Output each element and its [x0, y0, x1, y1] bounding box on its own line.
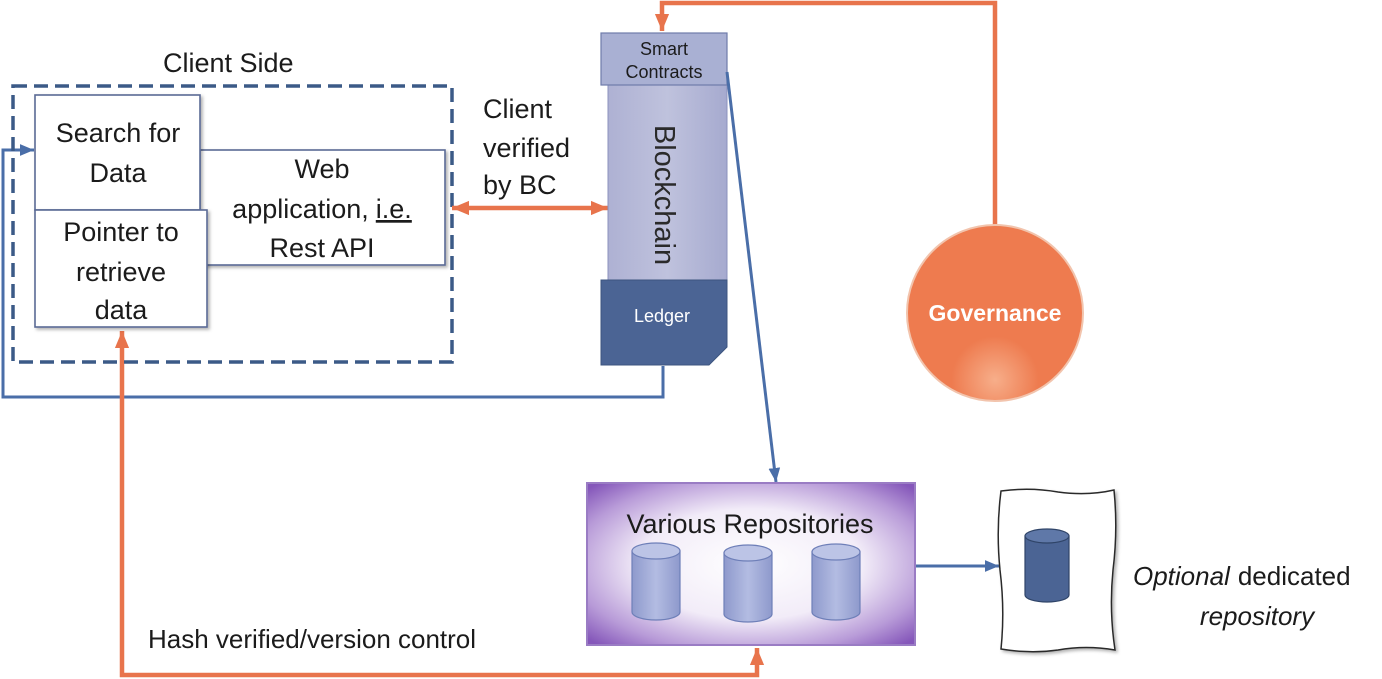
client-side-title: Client Side: [163, 48, 294, 78]
repositories-title: Various Repositories: [626, 509, 873, 539]
database-cylinder-icon: [631, 542, 681, 621]
pointer-box-frame: [34, 209, 208, 328]
client-verified-line-3: by BC: [483, 170, 557, 200]
various-repositories-box: Various Repositories: [586, 482, 916, 646]
client-side-group: Client Side Web application,i.e. Rest AP…: [11, 48, 454, 364]
hash-verified-label: Hash verified/version control: [148, 624, 476, 654]
search-for-data-box: Search for Data: [34, 94, 201, 211]
web-application-line-3: Rest API: [269, 233, 374, 263]
search-for-data-line-1: Search for: [56, 118, 181, 148]
web-application-line-2: application,i.e.: [232, 194, 412, 224]
pointer-box-line-1: Pointer to: [63, 217, 179, 247]
client-verified-line-1: Client: [483, 94, 553, 124]
dedicated-database-cylinder-icon: [1024, 528, 1070, 603]
web-application-box-frame: [199, 149, 446, 266]
database-cylinder-icon: [723, 544, 773, 623]
blockchain-stack: Blockchain Ledger Smart Contracts: [600, 32, 728, 366]
smart-contracts-line-2: Contracts: [625, 62, 702, 82]
database-cylinder-icon: [811, 543, 861, 621]
smart-contracts-line-1: Smart: [640, 39, 688, 59]
client-verified-line-2: verified: [483, 133, 570, 163]
web-application-box: Web application,i.e. Rest API: [199, 149, 446, 266]
ledger-label: Ledger: [634, 306, 690, 326]
smart-contracts-block: [600, 32, 728, 86]
hash-verification-connector: [114, 331, 765, 678]
search-for-data-line-2: Data: [89, 158, 147, 188]
dedicated-repository-line-2: repository: [1200, 601, 1316, 631]
search-for-data-box-frame: [34, 94, 201, 211]
blockchain-body: [607, 84, 728, 281]
governance-node: Governance: [906, 224, 1084, 402]
client-verified-label: Client verified by BC: [483, 94, 570, 200]
pointer-box-line-2: retrieve: [76, 257, 166, 287]
governance-to-smart-contracts-connector: [654, 0, 998, 228]
web-application-line-1: Web: [294, 154, 349, 184]
web-application-abbreviation: i.e.: [376, 194, 412, 224]
client-side-dashed-border: [11, 84, 454, 364]
dedicated-repository-box: [997, 488, 1117, 653]
pointer-box-line-3: data: [95, 295, 149, 325]
web-application-line-2-text: application,: [232, 194, 369, 224]
blockchain-label: Blockchain: [648, 125, 680, 265]
dedicated-repository-optional: Optional: [1133, 561, 1231, 591]
governance-label: Governance: [929, 300, 1062, 326]
pointer-to-retrieve-data-box: Pointer to retrieve data: [34, 209, 208, 328]
ledger-block: [600, 279, 728, 366]
dedicated-repository-dedicated: dedicated: [1238, 561, 1351, 591]
smart-contracts-to-repositories-arrow: [725, 71, 781, 483]
governance-circle: [906, 224, 1084, 402]
